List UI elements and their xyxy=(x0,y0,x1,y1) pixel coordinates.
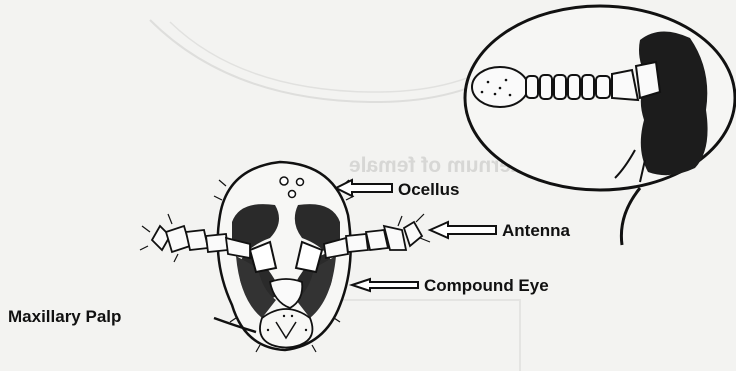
label-antenna: Antenna xyxy=(502,221,571,240)
inset-head-mass xyxy=(639,31,708,175)
antenna-arrow xyxy=(430,222,496,238)
label-maxillary-palp: Maxillary Palp xyxy=(8,307,121,326)
label-compound-eye: Compound Eye xyxy=(424,276,549,295)
label-ocellus: Ocellus xyxy=(398,180,459,199)
ocellus-arrow xyxy=(336,180,392,196)
antenna-inset xyxy=(465,6,735,245)
compound-eye-arrow xyxy=(352,279,418,291)
inset-connector-line xyxy=(621,188,640,245)
